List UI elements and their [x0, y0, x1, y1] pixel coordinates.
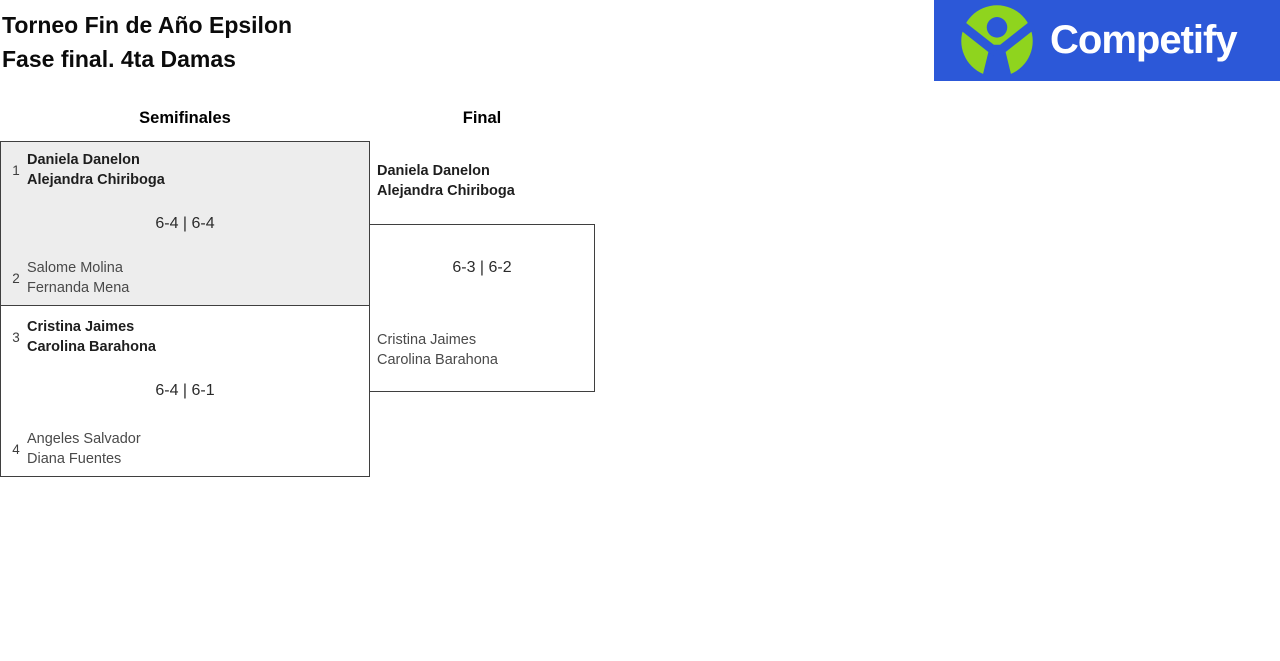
- player-name: Cristina Jaimes: [27, 319, 135, 335]
- team-seed-3: 3 Cristina Jaimes Carolina Barahona: [1, 318, 156, 357]
- team-seed-1: 1 Daniela Danelon Alejandra Chiriboga: [1, 151, 165, 190]
- competify-logo: Competify: [934, 0, 1280, 81]
- team-names: Angeles Salvador Diana Fuentes: [27, 430, 141, 469]
- player-name: Carolina Barahona: [377, 351, 498, 368]
- seed-number: 4: [12, 442, 20, 457]
- seed-number: 2: [12, 271, 20, 286]
- player-name: Cristina Jaimes: [377, 332, 477, 348]
- seed-number: 3: [12, 330, 20, 345]
- final-winner-team: Daniela Danelon Alejandra Chiriboga: [377, 162, 515, 201]
- match-semifinal-1[interactable]: 1 Daniela Danelon Alejandra Chiriboga 6-…: [0, 141, 370, 306]
- player-name: Alejandra Chiriboga: [27, 171, 165, 188]
- player-name: Alejandra Chiriboga: [377, 182, 515, 199]
- player-name: Fernanda Mena: [27, 279, 130, 296]
- match-final[interactable]: 6-3 | 6-2 Cristina Jaimes Carolina Barah…: [369, 224, 595, 392]
- team-seed-4: 4 Angeles Salvador Diana Fuentes: [1, 430, 141, 469]
- final-runnerup-team: Cristina Jaimes Carolina Barahona: [377, 331, 498, 370]
- match-score: 6-4 | 6-1: [155, 382, 215, 399]
- match-score: 6-4 | 6-4: [155, 214, 215, 232]
- page-title: Torneo Fin de Año Epsilon Fase final. 4t…: [2, 8, 292, 76]
- player-name: Carolina Barahona: [27, 338, 156, 355]
- phase-category: Fase final. 4ta Damas: [2, 46, 236, 72]
- tournament-name: Torneo Fin de Año Epsilon: [2, 12, 293, 38]
- team-names: Daniela Danelon Alejandra Chiriboga: [27, 151, 165, 190]
- team-names: Cristina Jaimes Carolina Barahona: [27, 318, 156, 357]
- player-name: Diana Fuentes: [27, 450, 122, 467]
- round-header-semifinals: Semifinales: [139, 109, 231, 127]
- player-name: Daniela Danelon: [377, 163, 490, 179]
- team-seed-2: 2 Salome Molina Fernanda Mena: [1, 259, 129, 298]
- team-names: Salome Molina Fernanda Mena: [27, 259, 129, 298]
- player-name: Angeles Salvador: [27, 431, 141, 447]
- match-semifinal-2[interactable]: 3 Cristina Jaimes Carolina Barahona 6-4 …: [0, 305, 370, 477]
- match-score: 6-3 | 6-2: [452, 259, 512, 276]
- competify-person-icon: [959, 4, 1035, 79]
- seed-number: 1: [12, 163, 20, 178]
- player-name: Daniela Danelon: [27, 152, 140, 168]
- player-name: Salome Molina: [27, 260, 123, 276]
- competify-wordmark: Competify: [1050, 18, 1238, 62]
- round-header-final: Final: [462, 109, 502, 127]
